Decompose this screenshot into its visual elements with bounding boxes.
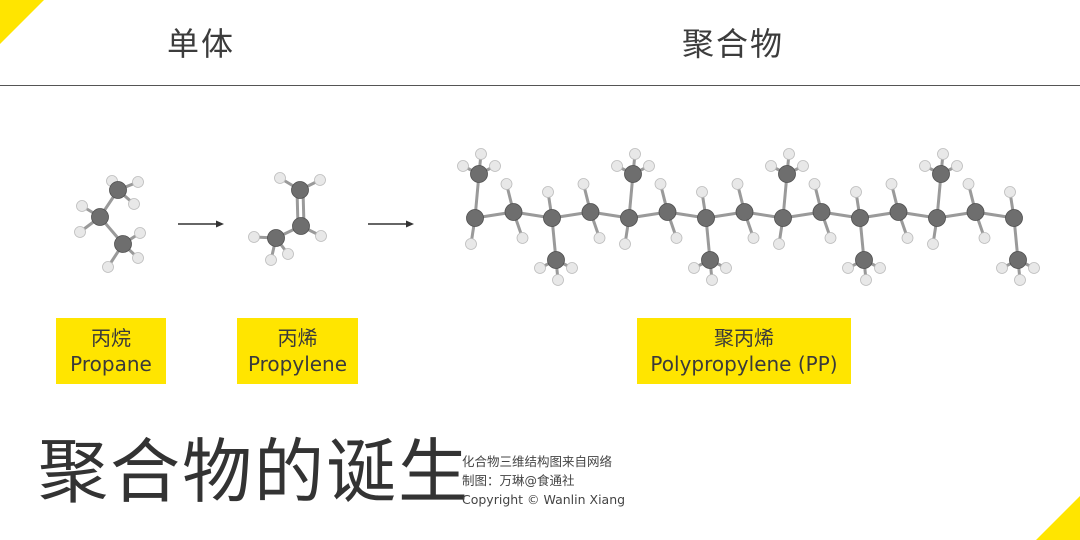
- hydrogen-atom: [919, 160, 931, 172]
- hydrogen-atom: [937, 148, 949, 160]
- carbon-atom: [735, 203, 754, 221]
- hydrogen-atom: [860, 274, 872, 286]
- hydrogen-atom: [951, 160, 963, 172]
- hydrogen-atom: [643, 160, 655, 172]
- propylene-label-zh: 丙烯: [277, 326, 318, 350]
- monomer-heading: 单体: [167, 25, 236, 63]
- hydrogen-atom: [542, 186, 554, 198]
- reaction-arrow-1: [178, 220, 224, 228]
- hydrogen-atom: [706, 274, 718, 286]
- carbon-atom: [658, 203, 677, 221]
- carbon-atom: [812, 203, 831, 221]
- propane-label-zh: 丙烷: [91, 326, 131, 350]
- hydrogen-atom: [901, 232, 914, 244]
- carbon-atom: [701, 251, 719, 269]
- polypropylene-label-en: Polypropylene (PP): [650, 352, 838, 376]
- carbon-atom: [624, 165, 642, 183]
- copyright-notice: Copyright © Wanlin Xiang: [462, 492, 626, 507]
- corner-accent-top-left: [0, 0, 44, 44]
- polypropylene-molecule-model: [457, 148, 1040, 286]
- hydrogen-atom: [593, 232, 606, 244]
- carbon-atom: [470, 165, 488, 183]
- carbon-atom: [1009, 251, 1027, 269]
- hydrogen-atom: [874, 262, 886, 274]
- propylene-label-en: Propylene: [247, 352, 348, 376]
- hydrogen-atom: [489, 160, 501, 172]
- carbon-atom: [855, 251, 873, 269]
- corner-accent-bottom-right: [1036, 496, 1080, 540]
- hydrogen-atom: [978, 232, 991, 244]
- hydrogen-atom: [824, 232, 837, 244]
- hydrogen-atom: [996, 262, 1008, 274]
- hydrogen-atom: [457, 160, 469, 172]
- hydrogen-atom: [720, 262, 732, 274]
- main-title: 聚合物的诞生: [38, 431, 470, 513]
- hydrogen-atom: [783, 148, 795, 160]
- hydrogen-atom: [654, 178, 667, 190]
- carbon-atom: [697, 209, 715, 227]
- hydrogen-atom: [670, 232, 683, 244]
- carbon-atom: [1005, 209, 1023, 227]
- hydrogen-atom: [619, 238, 631, 250]
- carbon-atom: [928, 209, 946, 227]
- propane-label: 丙烷 Propane: [56, 318, 166, 384]
- carbon-atom: [547, 251, 565, 269]
- hydrogen-atom: [850, 186, 862, 198]
- credit-designer: 制图：万琳@食通社: [462, 473, 575, 488]
- hydrogen-atom: [629, 148, 641, 160]
- propylene-label: 丙烯 Propylene: [237, 318, 358, 384]
- carbon-atom: [932, 165, 950, 183]
- hydrogen-atom: [927, 238, 939, 250]
- carbon-atom: [581, 203, 600, 221]
- hydrogen-atom: [475, 148, 487, 160]
- hydrogen-atom: [773, 238, 785, 250]
- carbon-atom: [966, 203, 985, 221]
- carbon-atom: [778, 165, 796, 183]
- hydrogen-atom: [566, 262, 578, 274]
- propane-label-en: Propane: [70, 352, 152, 376]
- hydrogen-atom: [552, 274, 564, 286]
- hydrogen-atom: [962, 178, 975, 190]
- hydrogen-atom: [885, 178, 898, 190]
- hydrogen-atom: [1028, 262, 1040, 274]
- hydrogen-atom: [842, 262, 854, 274]
- hydrogen-atom: [731, 178, 744, 190]
- hydrogen-atom: [696, 186, 708, 198]
- hydrogen-atom: [500, 178, 513, 190]
- polypropylene-label: 聚丙烯 Polypropylene (PP): [637, 318, 851, 384]
- carbon-atom: [889, 203, 908, 221]
- propane-molecule-model: [74, 175, 146, 273]
- hydrogen-atom: [1004, 186, 1016, 198]
- header-divider: [0, 85, 1080, 86]
- polymer-heading: 聚合物: [682, 25, 785, 63]
- carbon-atom: [543, 209, 561, 227]
- hydrogen-atom: [688, 262, 700, 274]
- hydrogen-atom: [465, 238, 477, 250]
- credit-image-source: 化合物三维结构图来自网络: [462, 454, 613, 469]
- carbon-atom: [620, 209, 638, 227]
- carbon-atom: [774, 209, 792, 227]
- hydrogen-atom: [611, 160, 623, 172]
- hydrogen-atom: [534, 262, 546, 274]
- hydrogen-atom: [747, 232, 760, 244]
- polypropylene-label-zh: 聚丙烯: [714, 326, 774, 350]
- hydrogen-atom: [516, 232, 529, 244]
- carbon-atom: [466, 209, 484, 227]
- hydrogen-atom: [808, 178, 821, 190]
- hydrogen-atom: [1014, 274, 1026, 286]
- propylene-molecule-model: [248, 172, 327, 266]
- hydrogen-atom: [797, 160, 809, 172]
- hydrogen-atom: [765, 160, 777, 172]
- reaction-arrow-2: [368, 220, 414, 228]
- hydrogen-atom: [577, 178, 590, 190]
- credits-block: 化合物三维结构图来自网络 制图：万琳@食通社 Copyright © Wanli…: [462, 452, 625, 509]
- carbon-atom: [504, 203, 523, 221]
- carbon-atom: [851, 209, 869, 227]
